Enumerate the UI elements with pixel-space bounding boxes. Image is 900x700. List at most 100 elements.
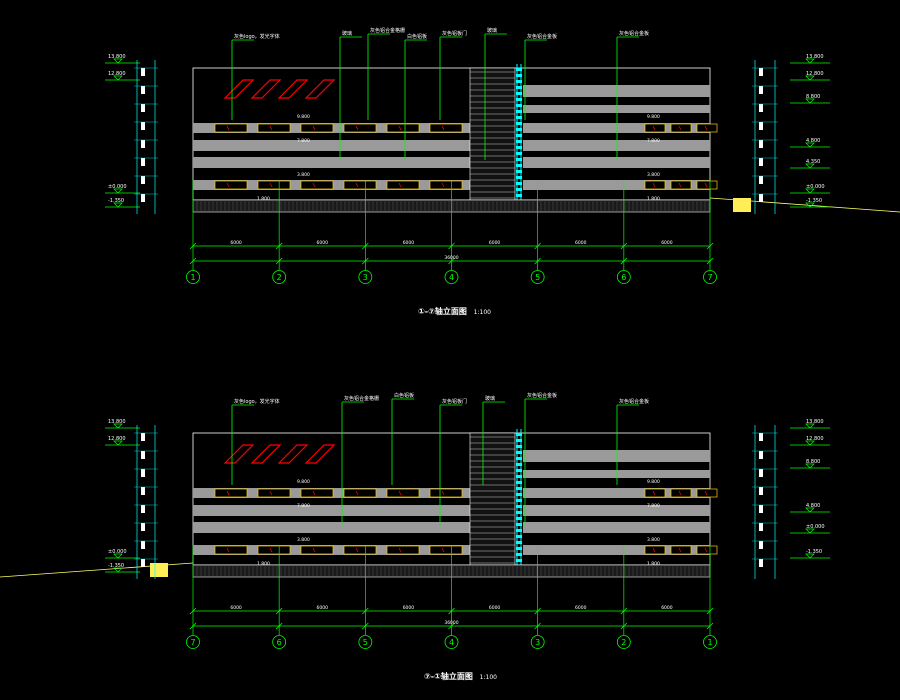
level-triangle xyxy=(805,58,815,64)
window-mark xyxy=(269,490,273,496)
window-frame xyxy=(644,545,666,555)
window-mark xyxy=(312,490,316,496)
cladding-band xyxy=(193,505,470,516)
axis-bubble xyxy=(358,635,373,649)
axis-bubble xyxy=(444,635,459,649)
window-frame xyxy=(343,488,377,498)
vdim-tick xyxy=(141,86,145,94)
core-marker xyxy=(516,433,522,436)
window-frame xyxy=(343,545,377,555)
core-marker xyxy=(516,493,522,496)
vdim-tick xyxy=(141,176,145,184)
dim-tick xyxy=(534,257,541,265)
level-triangle xyxy=(113,423,123,429)
cladding-band xyxy=(193,140,470,151)
window-frame xyxy=(696,123,718,133)
floor-mark: 3.800 xyxy=(297,172,310,178)
floor-mark: 7.800 xyxy=(647,138,660,144)
level-label: 12.800 xyxy=(108,71,126,77)
window-mark xyxy=(652,182,656,188)
axis-label: 2 xyxy=(621,638,626,647)
dim-tick xyxy=(448,242,455,250)
cladding-band xyxy=(523,488,710,498)
dim-tick xyxy=(706,607,714,615)
level-label: 8.800 xyxy=(806,459,820,465)
window-frame xyxy=(696,545,718,555)
callout-label: 灰色铝合金格栅 xyxy=(344,395,379,402)
level-label: 12.800 xyxy=(806,436,824,442)
core-marker xyxy=(516,445,522,448)
level-label: ±0.000 xyxy=(108,549,127,555)
vdim-tick xyxy=(759,176,763,184)
window-frame xyxy=(644,123,666,133)
window-frame xyxy=(429,545,463,555)
window-frame xyxy=(670,488,692,498)
level-triangle xyxy=(805,553,815,559)
vdim-tick xyxy=(759,194,763,202)
dim-tick xyxy=(362,257,369,265)
vdim-tick xyxy=(141,505,145,513)
level-triangle xyxy=(805,202,815,208)
logo-graphic xyxy=(223,444,336,464)
core-marker xyxy=(516,134,522,137)
window-frame xyxy=(670,123,692,133)
floor-mark: 1.800 xyxy=(647,196,660,202)
level-label: -1.350 xyxy=(108,198,124,204)
window-frame xyxy=(386,123,420,133)
elevation-title-text-2: ⑦-①轴立面图 xyxy=(424,672,473,681)
vdim-tick xyxy=(141,68,145,76)
core-marker xyxy=(516,451,522,454)
core-marker xyxy=(516,541,522,544)
vdim-tick xyxy=(141,541,145,549)
window-frame xyxy=(257,123,291,133)
level-triangle xyxy=(113,75,123,81)
floor-mark: 1.800 xyxy=(257,196,270,202)
window-frame xyxy=(300,488,334,498)
level-triangle xyxy=(805,75,815,81)
core-marker xyxy=(516,511,522,514)
window-frame xyxy=(696,180,718,190)
window-mark xyxy=(312,547,316,553)
axis-label: 3 xyxy=(363,273,368,282)
cladding-band xyxy=(523,180,710,190)
axis-label: 2 xyxy=(277,273,282,282)
vdim-tick xyxy=(759,559,763,567)
dim-tick xyxy=(448,607,455,615)
window-mark xyxy=(704,547,708,553)
window-mark xyxy=(678,125,682,131)
dim-segment-label: 6000 xyxy=(661,605,673,611)
level-triangle xyxy=(113,440,123,446)
floor-mark: 3.800 xyxy=(647,172,660,178)
level-triangle xyxy=(805,507,815,513)
window-mark xyxy=(312,125,316,131)
window-frame xyxy=(214,545,248,555)
window-frame xyxy=(386,180,420,190)
window-mark xyxy=(269,182,273,188)
vdim-tick xyxy=(759,487,763,495)
dim-tick xyxy=(189,257,197,265)
window-frame xyxy=(257,488,291,498)
vdim-tick xyxy=(141,487,145,495)
core-marker xyxy=(516,487,522,490)
callout-label: 灰色铝合金板 xyxy=(619,30,649,37)
window-frame xyxy=(257,180,291,190)
callout-label: 灰色铝合金板 xyxy=(527,33,557,40)
window-mark xyxy=(441,182,445,188)
core-marker xyxy=(516,68,522,71)
dim-segment-label: 6000 xyxy=(403,605,415,611)
window-mark xyxy=(704,125,708,131)
core-marker xyxy=(516,559,522,562)
elevation-scale-1: 1:100 xyxy=(473,309,491,316)
callout-label: 灰色logo，发光字体 xyxy=(234,398,280,405)
vdim-tick xyxy=(759,68,763,76)
window-frame xyxy=(214,488,248,498)
dim-segment-label: 6000 xyxy=(317,605,329,611)
vdim-tick xyxy=(141,451,145,459)
core-marker xyxy=(516,122,522,125)
window-mark xyxy=(312,182,316,188)
elevation-title-1: ①-⑦轴立面图 1:100 xyxy=(418,306,491,317)
window-mark xyxy=(704,182,708,188)
window-mark xyxy=(398,547,402,553)
window-mark xyxy=(652,125,656,131)
dim-tick xyxy=(448,622,455,630)
